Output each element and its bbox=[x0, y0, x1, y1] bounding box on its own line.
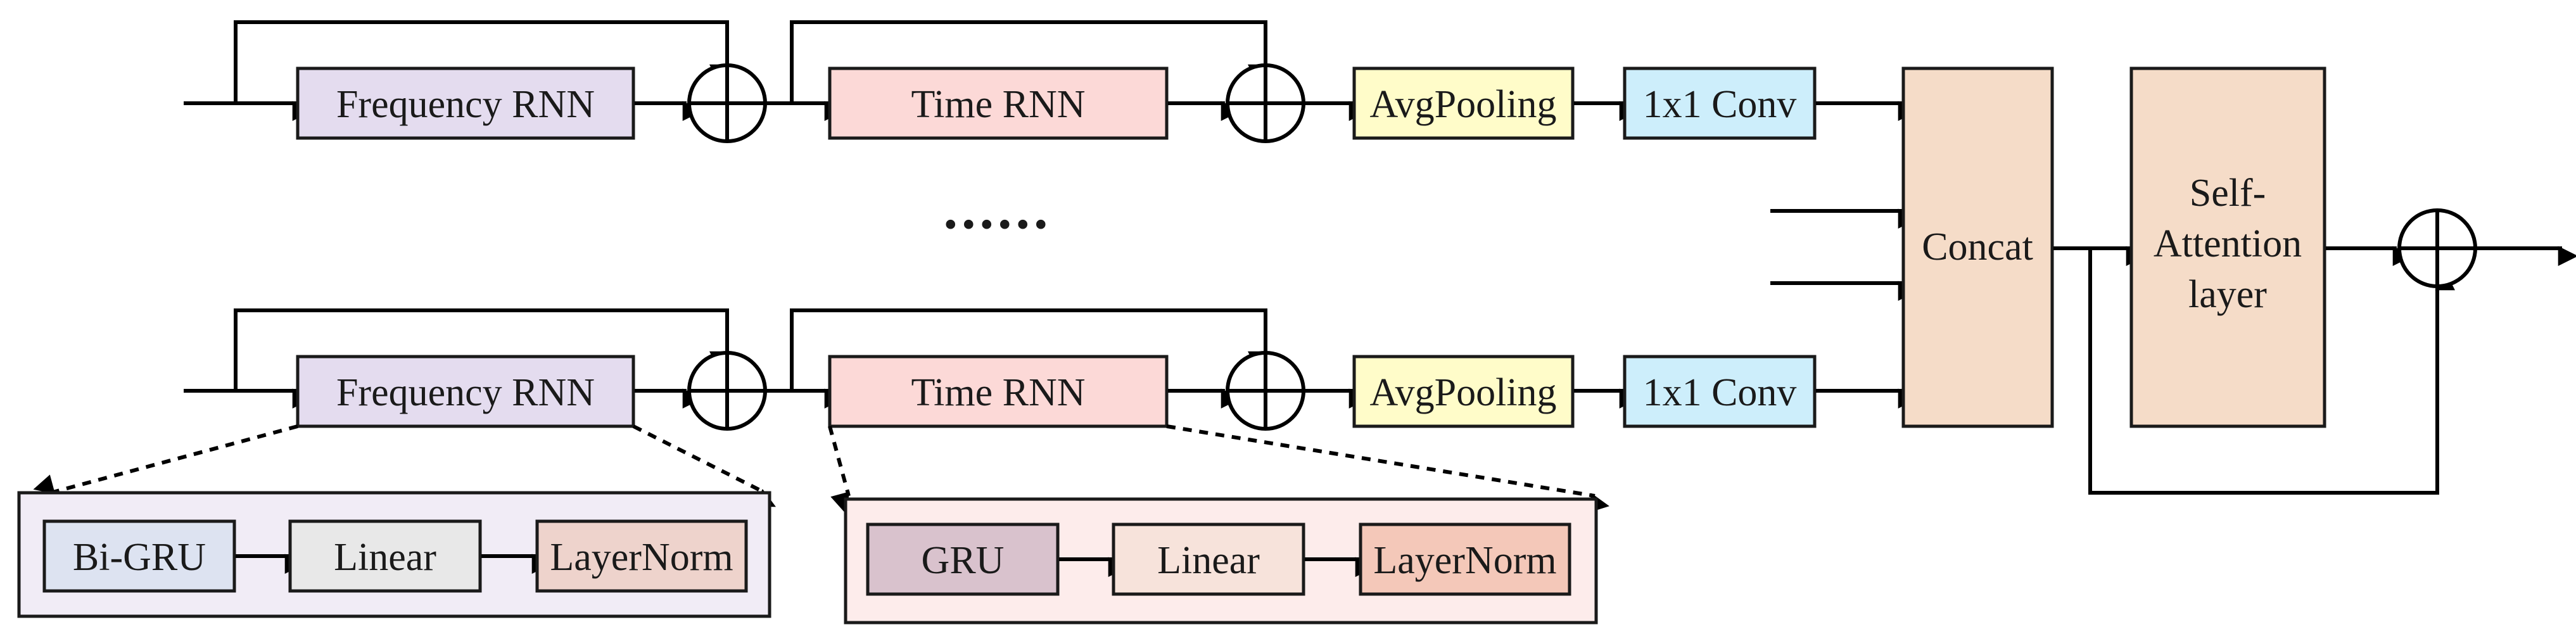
self-attention-label-line2: Attention bbox=[2154, 222, 2302, 265]
freq-linear-label: Linear bbox=[334, 536, 436, 579]
row2-freq-skip-arrow bbox=[234, 308, 730, 391]
row1-freq-skip-arrow bbox=[234, 20, 730, 103]
time-layernorm-box bbox=[1359, 523, 1571, 596]
row2-freq-rnn-label: Frequency RNN bbox=[336, 371, 595, 414]
add-circle-icon bbox=[1226, 351, 1305, 431]
row1-avgpool-box bbox=[1352, 67, 1575, 140]
time-zoom-right-dashed bbox=[1166, 424, 1609, 513]
row1-time-skip-arrow bbox=[790, 20, 1268, 103]
row2-conv-box bbox=[1623, 355, 1817, 428]
row1-freq-rnn-label: Frequency RNN bbox=[336, 83, 595, 126]
row2-time-rnn-box bbox=[828, 355, 1169, 428]
row2-avgpool-box bbox=[1352, 355, 1575, 428]
row1-freq-rnn-box bbox=[296, 67, 635, 140]
freq-layernorm-box bbox=[535, 519, 748, 593]
row1-avgpool-label: AvgPooling bbox=[1369, 83, 1556, 126]
freq-linear-box bbox=[288, 519, 482, 593]
concat-box bbox=[1901, 67, 2054, 428]
attention-residual-arrow bbox=[2088, 248, 2455, 495]
bigru-box bbox=[42, 519, 236, 593]
add-circle-icon bbox=[2397, 208, 2477, 288]
row2-time-skip-arrow bbox=[790, 308, 1268, 391]
time-zoom-left-dashed bbox=[828, 426, 851, 514]
self-attention-box bbox=[2129, 67, 2326, 428]
row2-freq-rnn-box bbox=[296, 355, 635, 428]
gru-label: GRU bbox=[922, 539, 1005, 582]
gru-box bbox=[866, 523, 1060, 596]
row1-time-rnn-box bbox=[828, 67, 1169, 140]
concat-label: Concat bbox=[1922, 225, 2033, 269]
row2-time-rnn-label: Time RNN bbox=[911, 371, 1085, 414]
time-linear-label: Linear bbox=[1157, 539, 1260, 582]
row-1: Frequency RNN Time RNN AvgPooling 1x1 Co… bbox=[184, 20, 1919, 143]
row1-time-rnn-label: Time RNN bbox=[911, 83, 1085, 126]
add-circle-icon bbox=[687, 351, 767, 431]
add-circle-icon bbox=[1226, 63, 1305, 143]
freq-zoom-right-dashed bbox=[632, 424, 776, 507]
freq-zoom-left-dashed bbox=[33, 424, 298, 495]
freq-layernorm-label: LayerNorm bbox=[550, 536, 733, 579]
row1-conv-label: 1x1 Conv bbox=[1643, 83, 1797, 126]
row2-avgpool-label: AvgPooling bbox=[1369, 371, 1556, 414]
self-attention-label-line1: Self- bbox=[2190, 172, 2266, 215]
time-linear-box bbox=[1112, 523, 1305, 596]
row-2: Frequency RNN Time RNN AvgPooling 1x1 Co… bbox=[184, 308, 1919, 431]
rows-ellipsis: ...... bbox=[944, 178, 1052, 241]
time-layernorm-label: LayerNorm bbox=[1373, 539, 1556, 582]
self-attention-label-line3: layer bbox=[2188, 273, 2267, 316]
bigru-label: Bi-GRU bbox=[73, 536, 206, 579]
row1-conv-box bbox=[1623, 67, 1817, 140]
row2-conv-label: 1x1 Conv bbox=[1643, 371, 1797, 414]
add-circle-icon bbox=[687, 63, 767, 143]
